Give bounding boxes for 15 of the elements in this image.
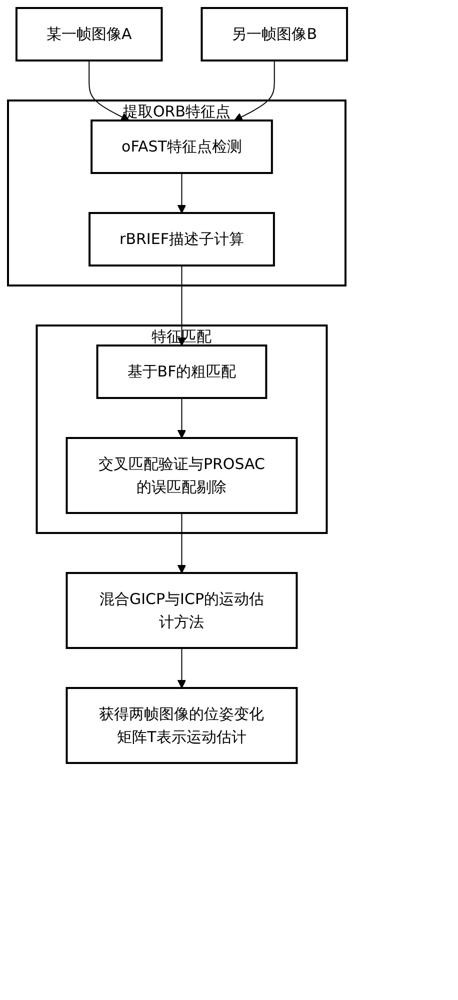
arrow bbox=[177, 398, 186, 438]
node-box: rBRIEF描述子计算 bbox=[88, 212, 275, 266]
node-box: 获得两帧图像的位姿变化矩阵T表示运动估计 bbox=[66, 686, 298, 764]
node-box: 另一帧图像B bbox=[200, 7, 348, 62]
node-box: oFAST特征点检测 bbox=[90, 120, 273, 174]
node-box: 基于BF的粗匹配 bbox=[96, 344, 268, 399]
arrow bbox=[177, 512, 186, 574]
arrow bbox=[234, 60, 275, 121]
arrow bbox=[177, 647, 186, 688]
arrow bbox=[88, 60, 130, 121]
arrow bbox=[177, 172, 186, 214]
arrow bbox=[177, 265, 186, 346]
node-box: 交叉匹配验证与PROSAC的误匹配剔除 bbox=[66, 437, 298, 514]
node-box: 某一帧图像A bbox=[15, 7, 163, 62]
node-box: 混合GICP与ICP的运动估计方法 bbox=[66, 572, 298, 649]
